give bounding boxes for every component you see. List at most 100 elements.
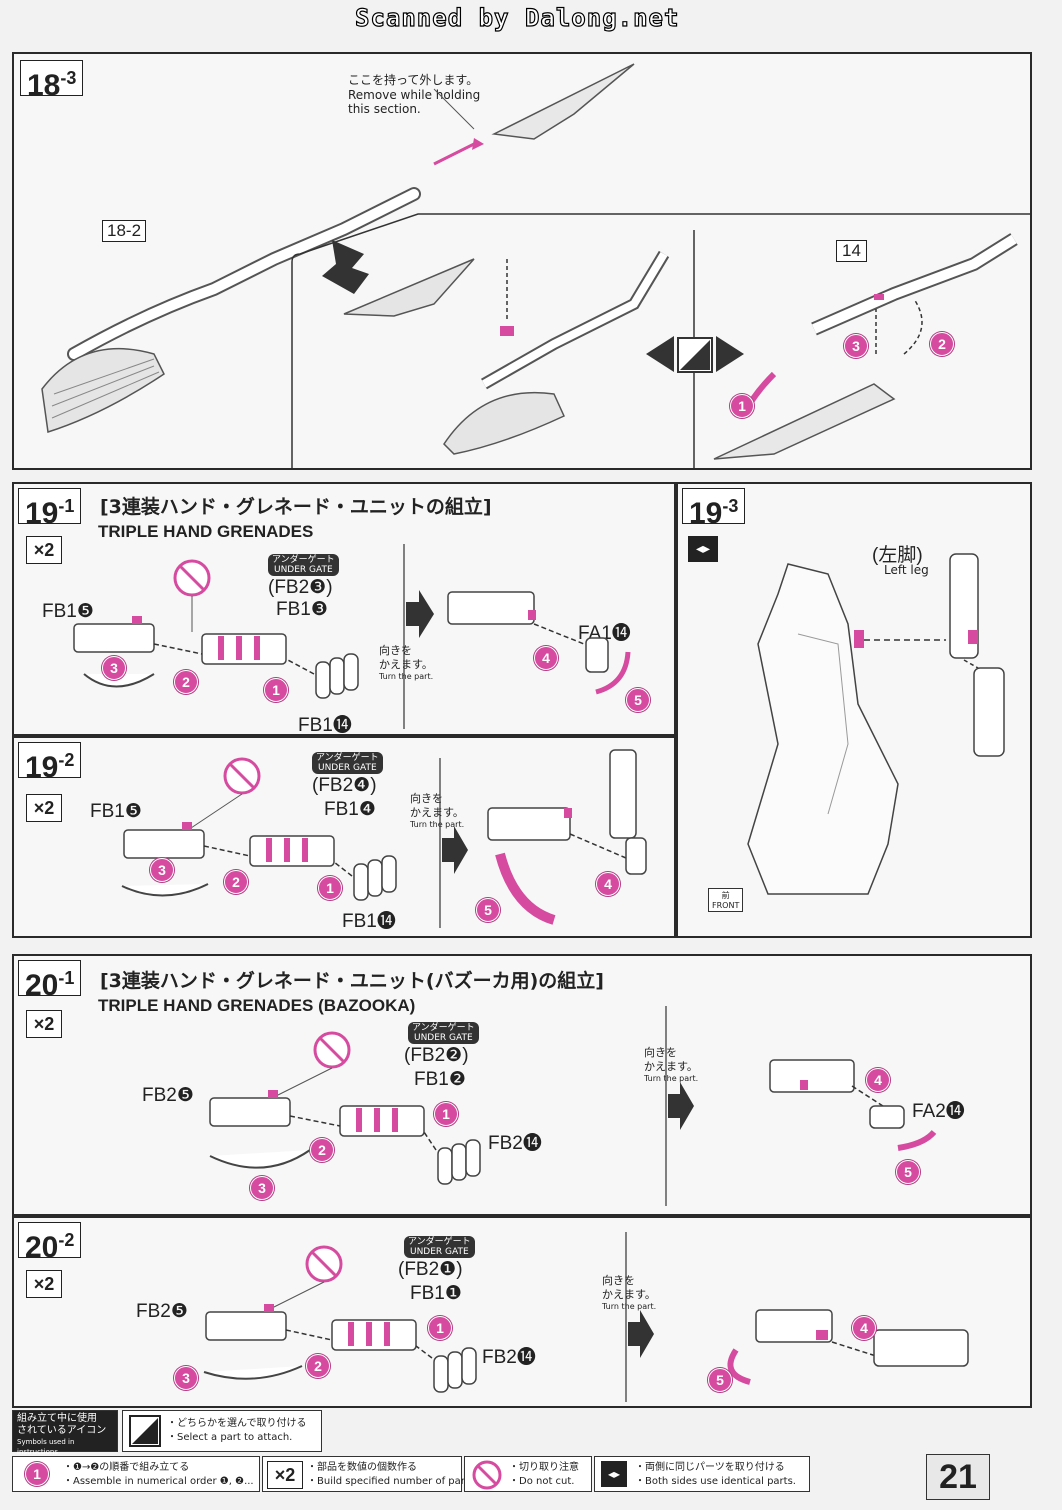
count-x2-icon: ×2: [267, 1461, 303, 1489]
legend-select-jp: ・どちらかを選んで取り付ける: [167, 1418, 307, 1429]
step-num-4: 4: [866, 1068, 890, 1092]
part-fb1-5: FB1❺: [90, 801, 142, 822]
part-fb2-4: (FB2❹): [312, 775, 377, 796]
part-fb2-14: FB2⓮: [482, 1347, 536, 1368]
step-num-3: 3: [250, 1176, 274, 1200]
page-number: 21: [926, 1454, 990, 1500]
legend-count: ×2 ・部品を数値の個数作る ・Build specified number o…: [262, 1456, 477, 1492]
turn-note-en: Turn the part.: [379, 672, 434, 681]
part-fb1-1: FB1❶: [410, 1283, 462, 1304]
step-num-3: 3: [174, 1366, 198, 1390]
step-num-3: 3: [102, 656, 126, 680]
legend-order: 1 ・❶→❷の順番で組み立てる ・Assemble in numerical o…: [12, 1456, 260, 1492]
step-num-1: 1: [264, 678, 288, 702]
step-19-1-title-en: TRIPLE HAND GRENADES: [98, 522, 314, 541]
step-19-1-illustration: [73, 544, 631, 729]
step-20-1-illustration: [209, 1006, 937, 1206]
legend-header: 組み立て中に使用 されているアイコン Symbols used in instr…: [12, 1410, 118, 1456]
step-19-2-badge: 19-2: [18, 742, 82, 784]
part-fb1-2: FB1❷: [414, 1069, 466, 1090]
scanner-credit: Scanned by Dalong.net: [354, 3, 680, 32]
step-num-4: 4: [534, 646, 558, 670]
part-fb2-1: (FB2❶): [398, 1259, 463, 1280]
left-leg-illustration: [747, 553, 1005, 895]
turn-note-jp-1: 向きを: [644, 1046, 677, 1059]
legend-cut-jp: ・切り取り注意: [509, 1462, 579, 1473]
turn-note-en: Turn the part.: [644, 1074, 699, 1083]
step-20-1-title-en: TRIPLE HAND GRENADES (BAZOOKA): [98, 996, 416, 1015]
part-fb2-3: (FB2❸): [268, 577, 333, 598]
do-not-cut-icon: [472, 1460, 502, 1490]
legend-sides-en: ・Both sides use identical parts.: [635, 1476, 796, 1487]
step-19-1-badge: 19-1: [18, 488, 82, 530]
step-20-1-panel: 20-1 [3連装ハンド・グレネード・ユニット(バズーカ用)の組立] TRIPL…: [12, 954, 1032, 1216]
step-num-5: 5: [476, 898, 500, 922]
legend-order-jp: ・❶→❷の順番で組み立てる: [63, 1462, 190, 1473]
turn-note-en: Turn the part.: [602, 1302, 657, 1311]
both-sides-icon: ◂▸: [688, 536, 718, 562]
left-leg-en: Left leg: [884, 563, 929, 577]
remove-note-en-2: this section.: [348, 102, 421, 116]
step-19-1-title-jp: [3連装ハンド・グレネード・ユニットの組立]: [100, 496, 492, 518]
part-fb1-3: FB1❸: [276, 599, 328, 620]
step-20-2-illustration: [203, 1232, 969, 1402]
part-fb2-5: FB2❺: [136, 1301, 188, 1322]
both-sides-icon: ◂▸: [601, 1461, 627, 1487]
ref-part-14: 14: [836, 240, 867, 262]
count-x2-icon: ×2: [26, 1270, 62, 1298]
ref-part-18-2: 18-2: [102, 220, 147, 242]
step-num-1: 1: [428, 1316, 452, 1340]
left-leg-jp: (左脚): [872, 545, 923, 566]
count-x2-icon: ×2: [26, 536, 62, 564]
part-fb1-14: FB1⓮: [298, 715, 352, 736]
step-18-3-panel: 18-3 ここを持って外します。 Remove while holding th…: [12, 52, 1032, 470]
step-num-3: 3: [150, 858, 174, 882]
part-fb1-14: FB1⓮: [342, 911, 396, 932]
step-num-5: 5: [626, 688, 650, 712]
turn-note-jp-2: かえます。: [602, 1288, 656, 1301]
step-num-2: 2: [930, 332, 954, 356]
remove-note-jp: ここを持って外します。: [348, 73, 479, 87]
turn-note-jp-2: かえます。: [644, 1060, 698, 1073]
front-indicator: 前 FRONT: [708, 888, 744, 912]
legend-count-en: ・Build specified number of parts.: [307, 1476, 478, 1487]
step-num-2: 2: [224, 870, 248, 894]
step-num-3: 3: [844, 334, 868, 358]
step-num-4: 4: [852, 1316, 876, 1340]
turn-note-jp-1: 向きを: [410, 792, 443, 805]
step-19-2-illustration: [121, 749, 647, 928]
step-20-1-badge: 20-1: [18, 960, 82, 1002]
step-num-2: 2: [310, 1138, 334, 1162]
turn-note-jp-2: かえます。: [379, 658, 433, 671]
turn-note-jp-2: かえます。: [410, 806, 464, 819]
step-19-3-badge: 19-3: [682, 488, 746, 530]
remove-note-en-1: Remove while holding: [348, 88, 481, 102]
legend-cut: ・切り取り注意 ・Do not cut.: [464, 1456, 592, 1492]
turn-note-en: Turn the part.: [410, 820, 465, 829]
legend-count-jp: ・部品を数値の個数作る: [307, 1462, 417, 1473]
legend-select: ・どちらかを選んで取り付ける ・Select a part to attach.: [122, 1410, 322, 1452]
select-part-icon: [129, 1415, 161, 1447]
part-fa2-14: FA2⓮: [912, 1101, 965, 1122]
step-18-3-illustration: [41, 63, 1030, 468]
step-num-2: 2: [174, 670, 198, 694]
part-fb1-4: FB1❹: [324, 799, 376, 820]
step-num-1: 1: [730, 394, 754, 418]
step-num-5: 5: [708, 1368, 732, 1392]
legend-order-en: ・Assemble in numerical order ❶, ❷...: [63, 1476, 254, 1487]
part-fb2-2: (FB2❷): [404, 1045, 469, 1066]
legend-select-en: ・Select a part to attach.: [167, 1432, 293, 1443]
part-fb1-5: FB1❺: [42, 601, 94, 622]
step-19-1-panel: 19-1 [3連装ハンド・グレネード・ユニットの組立] TRIPLE HAND …: [12, 482, 676, 736]
legend-sides: ◂▸ ・両側に同じパーツを取り付ける ・Both sides use ident…: [594, 1456, 810, 1492]
step-num-5: 5: [896, 1160, 920, 1184]
step-20-2-badge: 20-2: [18, 1222, 82, 1264]
step-num-4: 4: [596, 872, 620, 896]
legend-cut-en: ・Do not cut.: [509, 1476, 575, 1487]
count-x2-icon: ×2: [26, 794, 62, 822]
